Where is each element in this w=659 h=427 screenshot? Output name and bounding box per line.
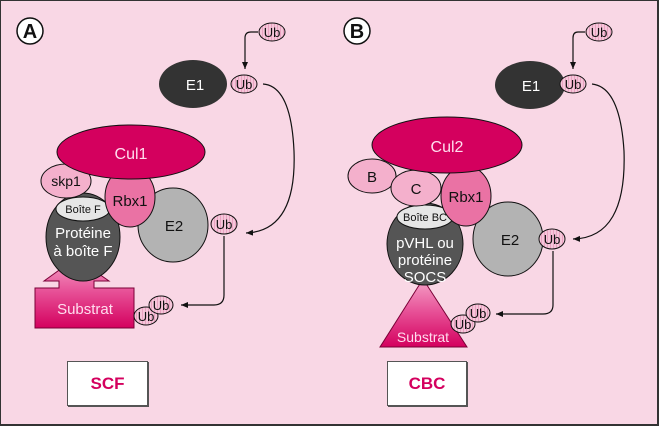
rbx1-a: Rbx1 bbox=[104, 166, 156, 228]
rbx-label: Rbx1 bbox=[448, 189, 483, 206]
arrow-ub-to-e1-a bbox=[242, 31, 258, 69]
bc-box-domain: Boîte BC bbox=[396, 204, 454, 230]
arrow-ub-to-e1-b bbox=[570, 31, 585, 69]
substrate-label: Substrat bbox=[397, 329, 449, 345]
adaptor-line-3: SOCS bbox=[404, 269, 447, 286]
ub-label: Ub bbox=[565, 77, 582, 92]
panel-a: A E1 Ub Ub E2 bbox=[16, 17, 295, 329]
adaptor-line-1: Protéine bbox=[55, 225, 111, 242]
cullin-label: Cul2 bbox=[431, 139, 464, 156]
box-domain-label: Boîte F bbox=[65, 204, 101, 216]
substrate-label: Substrat bbox=[57, 301, 114, 318]
rbx1-b: Rbx1 bbox=[440, 165, 492, 227]
rbx-label: Rbx1 bbox=[112, 193, 147, 210]
e2-label: E2 bbox=[501, 232, 519, 249]
ubiquitin-e2-b: Ub bbox=[538, 228, 566, 250]
cullin-label: Cul1 bbox=[115, 146, 148, 163]
f-box-domain: Boîte F bbox=[55, 196, 111, 222]
linker-label: skp1 bbox=[51, 173, 81, 189]
adaptor-line-2: protéine bbox=[398, 252, 452, 269]
adaptor-line-1: pVHL ou bbox=[396, 235, 454, 252]
elongin-c: C bbox=[390, 169, 442, 207]
e1-label: E1 bbox=[522, 78, 540, 95]
arrow-e1-to-e2-a bbox=[245, 83, 295, 236]
panel-badge-a: A bbox=[16, 17, 44, 45]
ub-label: Ub bbox=[591, 25, 608, 40]
ubiquitin-free-b: Ub bbox=[585, 22, 613, 42]
arrow-e2-to-substrate-a bbox=[181, 236, 225, 308]
linker-label: C bbox=[411, 181, 422, 198]
panel-b: B E1 Ub Ub E2 Ub bbox=[343, 17, 625, 348]
ubiquitin-e1-b: Ub bbox=[559, 74, 587, 94]
elongin-b: B bbox=[347, 158, 397, 194]
ubiquitin-e2-a: Ub bbox=[210, 213, 238, 235]
linker-label: B bbox=[367, 169, 377, 186]
panel-badge-label: A bbox=[23, 21, 37, 43]
e1-label: E1 bbox=[186, 77, 204, 94]
ub-label: Ub bbox=[264, 25, 281, 40]
e2-label: E2 bbox=[165, 218, 183, 235]
arrow-e2-to-substrate-b bbox=[496, 251, 554, 317]
adaptor-line-2: à boîte F bbox=[53, 243, 112, 260]
ubiquitin-chain-b: Ub Ub bbox=[450, 303, 491, 334]
ubiquitin-chain-a: Ub Ub bbox=[133, 295, 174, 326]
arrow-e1-to-e2-b bbox=[572, 83, 625, 242]
ubiquitin-free-a: Ub bbox=[258, 22, 286, 42]
e1-enzyme-b: E1 bbox=[495, 61, 565, 109]
substrate-a: Substrat bbox=[34, 257, 135, 329]
cullin-b: Cul2 bbox=[371, 116, 523, 174]
panel-badge-b: B bbox=[343, 17, 371, 45]
e1-enzyme-a: E1 bbox=[159, 60, 227, 108]
ub-label: Ub bbox=[216, 217, 233, 232]
substrate-b: Substrat bbox=[379, 278, 468, 348]
e2-enzyme-a: E2 bbox=[137, 187, 209, 263]
ub-label: Ub bbox=[455, 317, 472, 332]
complex-label-scf: SCF bbox=[67, 361, 148, 406]
ubiquitin-e1-a: Ub bbox=[230, 74, 258, 94]
ub-label: Ub bbox=[138, 309, 155, 324]
ub-label: Ub bbox=[153, 298, 170, 313]
complex-label-cbc: CBC bbox=[387, 361, 467, 406]
box-domain-label: Boîte BC bbox=[403, 212, 447, 224]
ub-label: Ub bbox=[544, 232, 561, 247]
ub-label: Ub bbox=[470, 306, 487, 321]
panel-badge-label: B bbox=[350, 21, 364, 43]
cullin-a: Cul1 bbox=[56, 124, 206, 180]
e2-enzyme-b: E2 bbox=[472, 201, 544, 277]
ub-label: Ub bbox=[236, 77, 253, 92]
